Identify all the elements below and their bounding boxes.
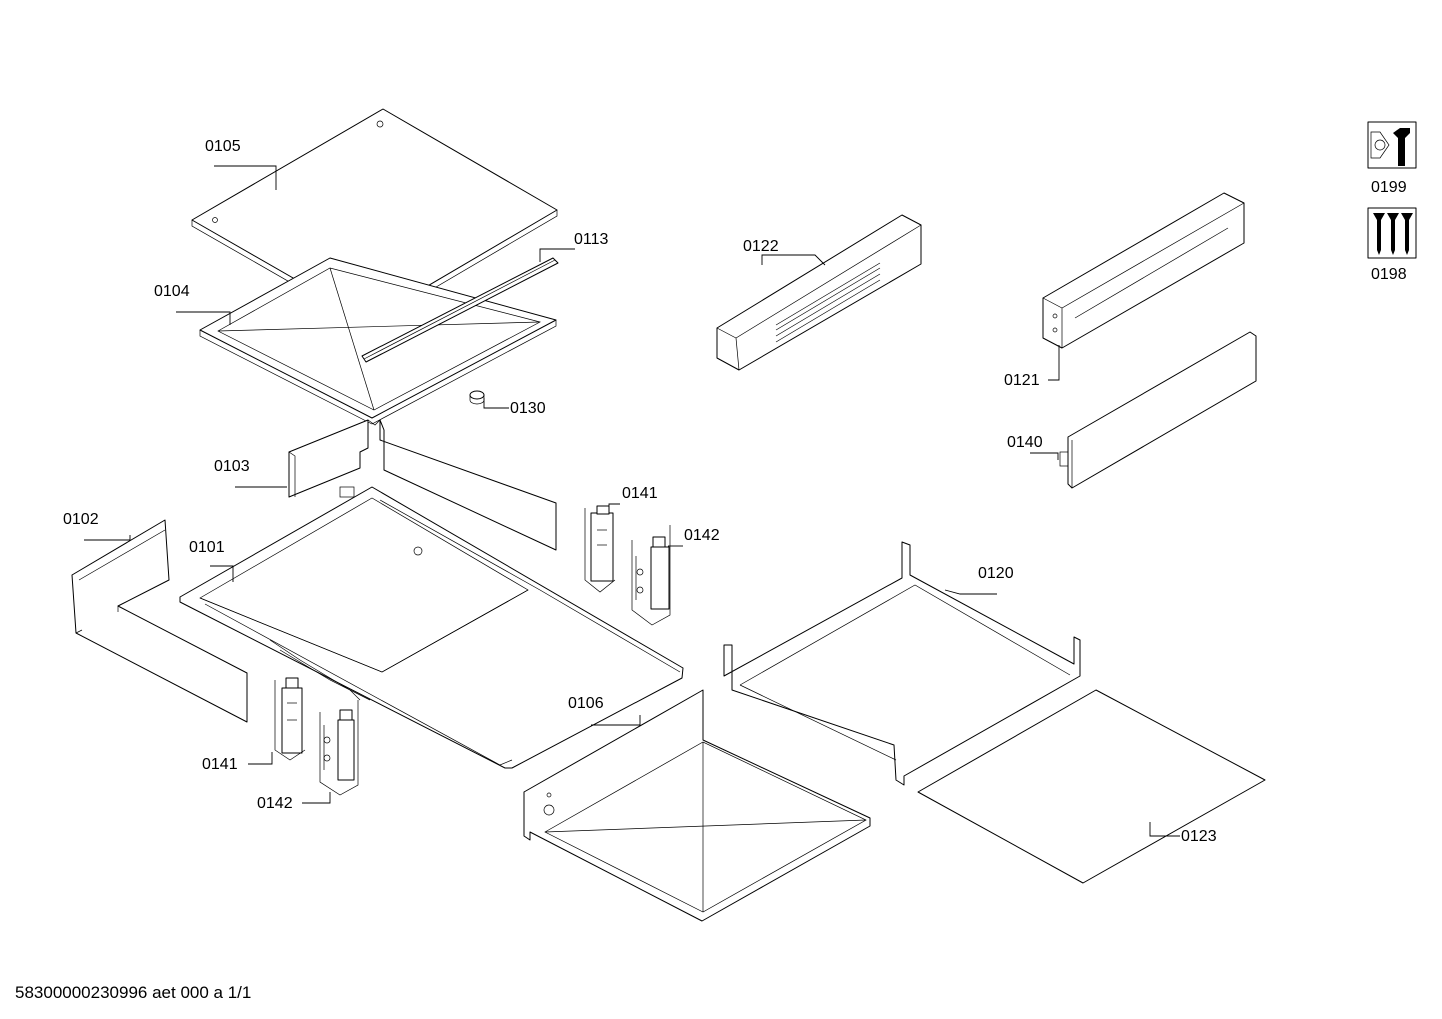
label-0113: 0113 bbox=[574, 231, 609, 248]
part-0106-bottom-tray[interactable] bbox=[523, 689, 871, 922]
part-0123-bottom-mat[interactable] bbox=[917, 689, 1266, 884]
label-0105: 0105 bbox=[205, 138, 241, 155]
label-0104: 0104 bbox=[154, 283, 190, 300]
label-0120: 0120 bbox=[978, 565, 1014, 582]
label-0199: 0199 bbox=[1371, 179, 1407, 196]
label-0141-upper: 0141 bbox=[622, 485, 658, 502]
label-0141-lower: 0141 bbox=[202, 756, 238, 773]
part-0140-front-panel[interactable] bbox=[1059, 331, 1257, 489]
part-0102-front-side-panel[interactable] bbox=[71, 519, 248, 723]
leader-lines bbox=[84, 165, 1180, 837]
label-0140: 0140 bbox=[1007, 434, 1043, 451]
label-0123: 0123 bbox=[1181, 828, 1217, 845]
part-0103-rear-wall[interactable] bbox=[288, 419, 557, 551]
document-id: 58300000230996 aet 000 a 1/1 bbox=[15, 983, 252, 1002]
label-0102: 0102 bbox=[63, 511, 99, 528]
label-0103: 0103 bbox=[214, 458, 250, 475]
wrench-nut-icon bbox=[1367, 121, 1417, 169]
label-0142-upper: 0142 bbox=[684, 527, 720, 544]
part-0122-vented-cover[interactable] bbox=[716, 214, 922, 371]
part-0141-bracket-upper[interactable] bbox=[584, 505, 616, 593]
part-0121-control-frame[interactable] bbox=[1042, 192, 1245, 349]
part-0130-cap[interactable] bbox=[469, 390, 485, 405]
label-0130: 0130 bbox=[510, 400, 546, 417]
part-0142-hinge-upper[interactable] bbox=[631, 525, 671, 626]
part-labels: 0105 0113 0104 0130 0103 0102 0101 0141 … bbox=[63, 138, 1407, 845]
label-0101: 0101 bbox=[189, 539, 225, 556]
label-0122: 0122 bbox=[743, 238, 779, 255]
part-0142-hinge-lower[interactable] bbox=[319, 700, 359, 796]
label-0198: 0198 bbox=[1371, 266, 1407, 283]
part-0120-drawer-frame[interactable] bbox=[723, 541, 1081, 786]
part-0104-ceiling-plate[interactable] bbox=[199, 257, 557, 425]
label-0121: 0121 bbox=[1004, 372, 1040, 389]
part-0141-bracket-lower[interactable] bbox=[274, 677, 306, 761]
part-0101-base-frame[interactable] bbox=[179, 486, 684, 769]
label-0106: 0106 bbox=[568, 695, 604, 712]
part-0113-rail-strip[interactable] bbox=[361, 257, 559, 363]
label-0142-lower: 0142 bbox=[257, 795, 293, 812]
screws-icon bbox=[1367, 207, 1417, 259]
